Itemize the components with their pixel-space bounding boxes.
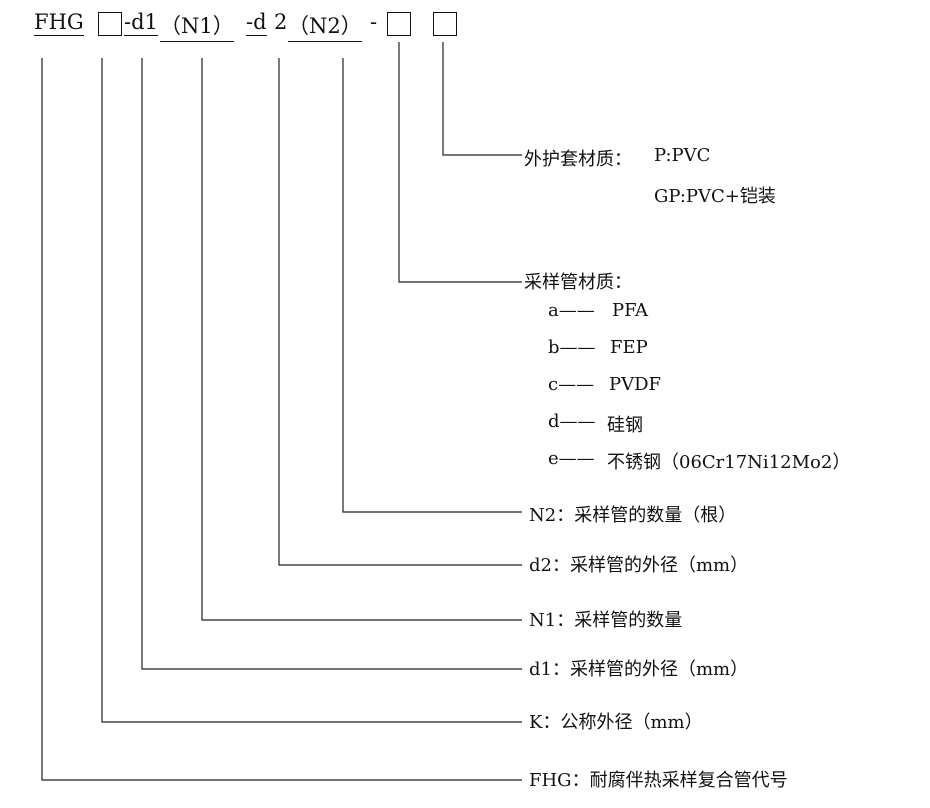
label-d1: d1：采样管的外径（mm） (529, 659, 749, 680)
code-prefix: FHG (34, 10, 84, 36)
material-code-a: a—— (548, 300, 595, 321)
material-name-d: 硅钢 (607, 415, 643, 436)
code-d2-num: 2 (274, 10, 288, 34)
material-code-e: e—— (548, 448, 595, 469)
material-code-c: c—— (548, 374, 595, 395)
leader-k (101, 58, 522, 723)
code-n2: （N2） (288, 10, 362, 42)
code-dash: - (370, 10, 378, 34)
material-name-e: 不锈钢（06Cr17Ni12Mo2） (607, 452, 851, 473)
jacket-option-gp: GP:PVC+铠装 (654, 186, 776, 207)
jacket-option-p: P:PVC (654, 145, 711, 166)
material-name-a: PFA (612, 300, 649, 321)
code-n1: （N1） (160, 10, 234, 42)
leader-fhg (41, 58, 522, 781)
leader-d1 (141, 58, 522, 670)
material-code-d: d—— (548, 411, 596, 432)
jacket-title: 外护套材质： (524, 149, 632, 170)
leader-material (398, 42, 522, 283)
code-d2-dash: -d (246, 10, 267, 36)
label-d2: d2：采样管的外径（mm） (529, 555, 749, 576)
material-title: 采样管材质： (524, 272, 632, 293)
label-k: K：公称外径（mm） (529, 712, 703, 733)
leader-n1 (201, 58, 522, 621)
leader-jacket (442, 42, 522, 156)
material-name-c: PVDF (609, 374, 662, 395)
material-name-b: FEP (610, 337, 648, 358)
code-material-box (387, 12, 411, 36)
label-n2: N2：采样管的数量（根） (529, 505, 737, 526)
leader-d2 (278, 58, 522, 566)
label-n1: N1：采样管的数量 (529, 610, 683, 631)
leader-n2 (342, 58, 522, 513)
code-jacket-box (433, 12, 457, 36)
code-k-box (98, 12, 122, 36)
material-code-b: b—— (548, 337, 596, 358)
label-fhg: FHG：耐腐伴热采样复合管代号 (529, 770, 788, 791)
code-d1: -d1 (124, 10, 158, 36)
